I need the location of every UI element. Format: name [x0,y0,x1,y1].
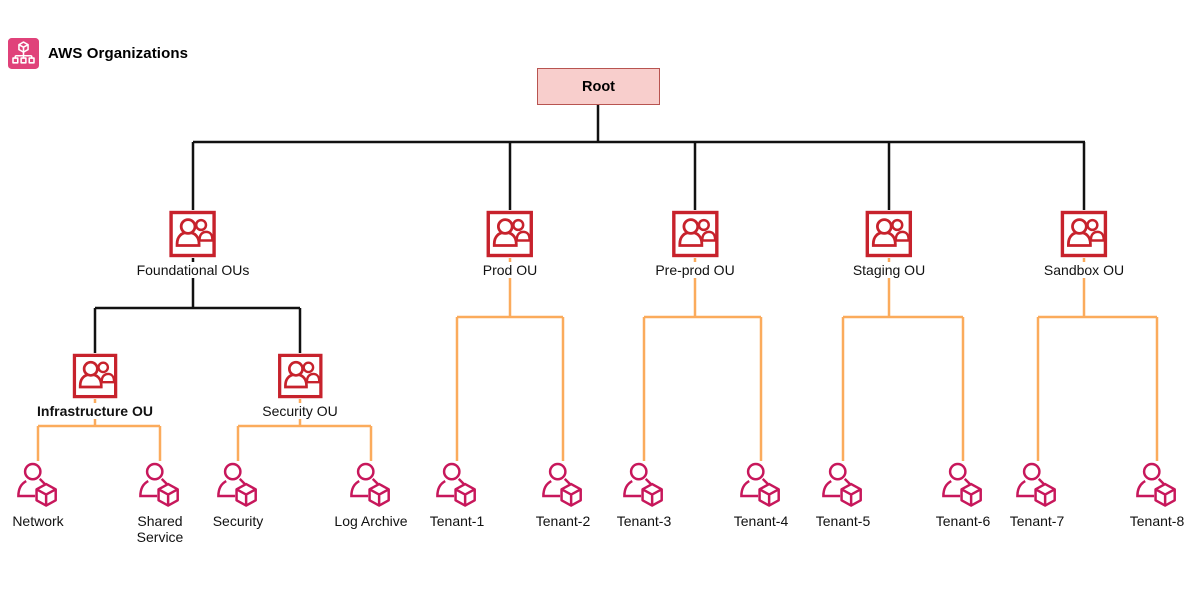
node-sandbox-ou: Sandbox OU [1040,210,1128,279]
account-icon [1015,461,1059,509]
account-icon [138,461,182,509]
node-root: Root [537,68,660,105]
node-prod-ou: Prod OU [479,210,541,279]
node-foundational-ous: Foundational OUs [133,210,253,279]
node-label: Tenant-3 [607,513,681,530]
node-label: Prod OU [479,262,541,279]
account-icon [16,461,60,509]
node-label: Tenant-2 [526,513,600,530]
node-label: Foundational OUs [133,262,253,279]
organizational-unit-icon [670,210,719,258]
node-account-tenant-3: Tenant-3 [607,461,681,530]
node-label: Log Archive [334,513,408,530]
node-label: Pre-prod OU [652,262,738,279]
node-infrastructure-ou: Infrastructure OU [34,353,156,420]
node-account-shared-service: Shared Service [123,461,197,546]
account-icon [1135,461,1179,509]
node-staging-ou: Staging OU [849,210,929,279]
node-label: Tenant-6 [926,513,1000,530]
node-account-security: Security [201,461,275,530]
organizational-unit-icon [865,210,913,258]
node-preprod-ou: Pre-prod OU [652,210,738,279]
node-label: Tenant-5 [806,513,880,530]
node-account-network: Network [1,461,75,530]
brand-header: AWS Organizations [8,38,188,69]
node-label: Tenant-4 [724,513,798,530]
account-icon [739,461,783,509]
node-account-tenant-7: Tenant-7 [1000,461,1074,530]
node-account-log-archive: Log Archive [334,461,408,530]
account-icon [435,461,479,509]
node-account-tenant-1: Tenant-1 [420,461,494,530]
aws-organizations-icon [8,38,39,69]
node-label: Tenant-1 [420,513,494,530]
organizational-unit-icon [486,210,534,258]
brand-title: AWS Organizations [48,45,189,62]
node-label: Staging OU [849,262,929,279]
account-icon [622,461,666,509]
account-icon [349,461,393,509]
root-label: Root [581,78,615,95]
account-icon [216,461,260,509]
node-label: Network [1,513,75,530]
node-label: Security [201,513,275,530]
node-account-tenant-5: Tenant-5 [806,461,880,530]
node-label: Infrastructure OU [34,403,156,420]
node-account-tenant-4: Tenant-4 [724,461,798,530]
node-account-tenant-8: Tenant-8 [1120,461,1194,530]
account-icon [541,461,585,509]
node-label: Tenant-8 [1120,513,1194,530]
organizational-unit-icon [71,353,118,399]
node-account-tenant-6: Tenant-6 [926,461,1000,530]
organizational-unit-icon [169,210,217,258]
organizational-unit-icon [277,353,323,399]
organizational-unit-icon [1059,210,1108,258]
node-label: Security OU [259,403,341,420]
node-security-ou: Security OU [259,353,341,420]
account-icon [941,461,985,509]
account-icon [821,461,865,509]
node-label: Sandbox OU [1040,262,1128,279]
node-account-tenant-2: Tenant-2 [526,461,600,530]
node-label: Shared Service [123,513,197,546]
node-label: Tenant-7 [1000,513,1074,530]
